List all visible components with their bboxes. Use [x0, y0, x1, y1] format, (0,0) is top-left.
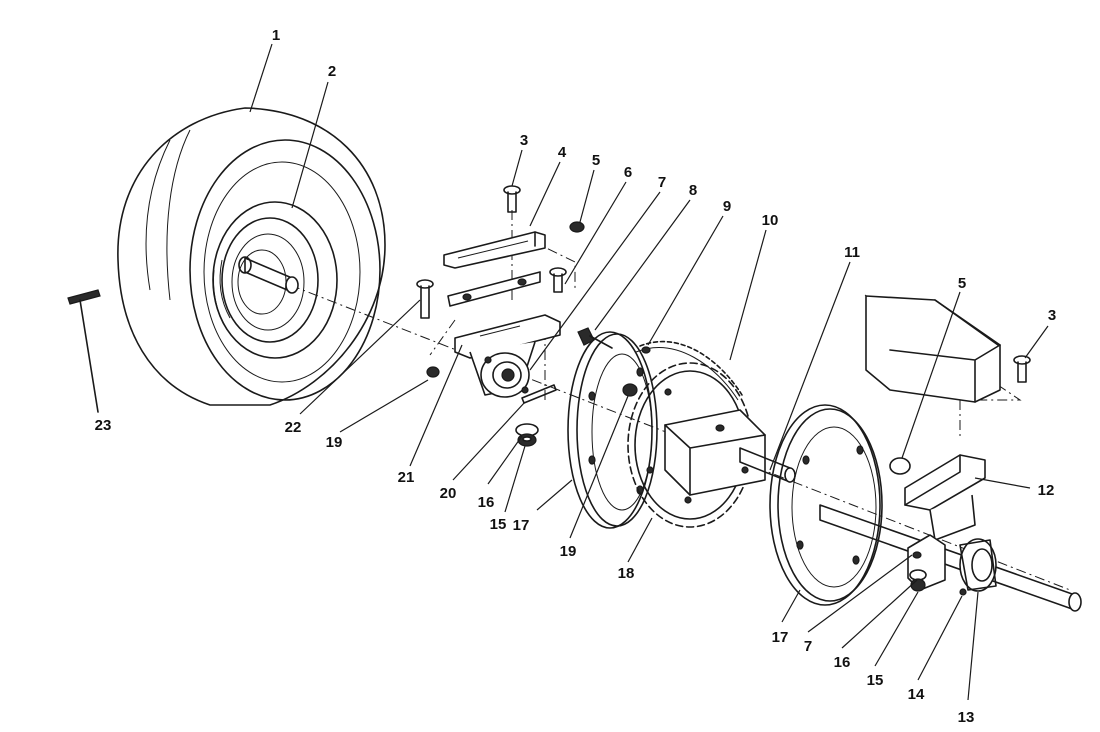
wheel-rim [212, 201, 338, 359]
callout-8: 8 [689, 182, 697, 199]
callout-17-left: 17 [513, 517, 530, 534]
callout-22: 22 [285, 419, 302, 436]
pin-20 [521, 384, 557, 404]
carriage-bolt-3-right [1013, 355, 1031, 383]
nut-5 [569, 221, 585, 233]
callout-3-left: 3 [520, 132, 528, 149]
plate-and-bolt-6 [447, 267, 567, 307]
carriage-bolt-3 [503, 185, 521, 213]
rear-bracket-12 [904, 454, 986, 541]
callout-19-center: 19 [560, 543, 577, 560]
nut-19-left [426, 366, 440, 378]
callout-6: 6 [624, 164, 632, 181]
callout-23: 23 [95, 417, 112, 434]
callout-17-right: 17 [772, 629, 789, 646]
callout-2: 2 [328, 63, 336, 80]
callout-10: 10 [762, 212, 779, 229]
drive-disc-17-right [769, 404, 883, 606]
callout-12: 12 [1038, 482, 1055, 499]
set-screw-14 [959, 588, 967, 596]
callout-18: 18 [618, 565, 635, 582]
callout-7-top: 7 [658, 174, 666, 191]
nut-15-left [517, 433, 537, 447]
callout-5-top: 5 [592, 152, 600, 169]
callout-20: 20 [440, 485, 457, 502]
bolt-22 [416, 279, 434, 319]
callout-13: 13 [958, 709, 975, 726]
callout-labels: 1 2 3 4 5 6 7 8 9 10 11 5 3 12 13 14 15 … [95, 27, 1057, 726]
tire [117, 107, 386, 406]
callout-7-right: 7 [804, 638, 812, 655]
callout-15-left: 15 [490, 516, 507, 533]
callout-9: 9 [723, 198, 731, 215]
frame-box [865, 295, 1001, 403]
slotted-strap-4 [443, 231, 546, 269]
nut-15-right [910, 578, 926, 592]
callout-19-left: 19 [326, 434, 343, 451]
callout-21: 21 [398, 469, 415, 486]
callout-11: 11 [844, 244, 860, 261]
callout-15-right: 15 [867, 672, 884, 689]
side-bolt-23 [67, 289, 101, 413]
callout-14: 14 [908, 686, 925, 703]
wheel-axle-stub [238, 256, 299, 294]
callout-5-right: 5 [958, 275, 966, 292]
bearing-13 [959, 538, 997, 592]
flange-bearing-7 [480, 352, 530, 398]
callout-16-left: 16 [478, 494, 495, 511]
nut-19-center [622, 383, 638, 397]
callout-1: 1 [272, 27, 280, 44]
leader-lines [249, 43, 1049, 701]
callout-16-right: 16 [834, 654, 851, 671]
chain-link-9 [641, 346, 651, 354]
callout-3-right: 3 [1048, 307, 1056, 324]
nut-5-right [889, 457, 911, 475]
hub-block [664, 409, 766, 496]
callout-4: 4 [558, 144, 567, 161]
